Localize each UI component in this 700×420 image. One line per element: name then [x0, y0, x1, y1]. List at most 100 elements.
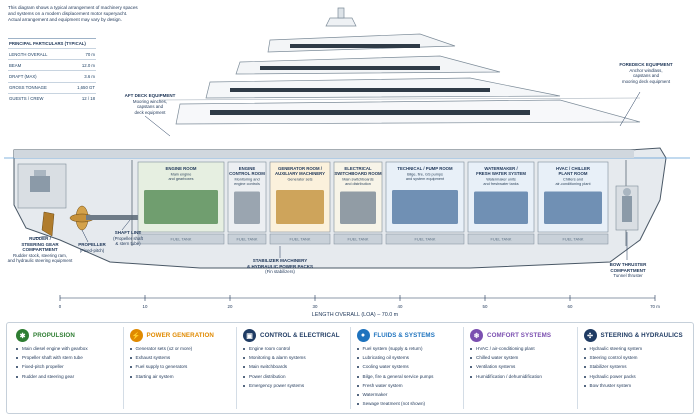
callout-line: Mooring winches,	[132, 98, 168, 104]
legend-category: ⚡POWER GENERATION Generator sets (x2 or m…	[124, 327, 237, 409]
legend-item: Engine room control	[243, 346, 344, 352]
scale-tick-label: 30	[313, 304, 318, 309]
callout-title: AFT DECK EQUIPMENT	[124, 93, 176, 98]
room-name: ELECTRICAL	[344, 166, 372, 171]
legend-item: Hydraulic power packs	[583, 374, 685, 380]
legend-category-title: PROPULSION	[33, 332, 75, 339]
legend-item: Humidification / dehumidification	[470, 374, 571, 380]
fuel-tank	[385, 233, 465, 245]
machinery-equipment	[340, 191, 376, 224]
machinery-equipment	[234, 191, 260, 224]
spec-label: DRAFT (MAX)	[9, 73, 37, 79]
helm-icon: ✣	[583, 329, 597, 342]
fuel-tank	[137, 233, 225, 245]
room-description: Watermaker units	[486, 178, 516, 182]
legend-item: Sewage treatment (not shown)	[356, 401, 458, 407]
callout-title: STEERING GEAR	[21, 241, 59, 247]
legend-item: Fresh water system	[356, 383, 458, 389]
scale-tick-label: 40	[398, 304, 403, 309]
legend-category-header: ▣CONTROL & ELECTRICAL	[243, 329, 344, 342]
legend-item: Cooling water systems	[356, 364, 458, 370]
machinery-equipment	[276, 190, 324, 224]
room-name: GENERATOR ROOM /	[278, 166, 323, 171]
fuel-tank-label: FUEL TANK	[290, 237, 311, 242]
legend-item: Starting air system	[129, 374, 231, 380]
legend-category-title: CONTROL & ELECTRICAL	[260, 332, 340, 339]
callout-title: & HYDRAULIC POWER PACKS	[247, 263, 313, 269]
callout-line: (Fin stabilizers)	[265, 269, 295, 275]
room-name: PLANT ROOM	[559, 171, 588, 176]
fuel-tank-label: FUEL TANK	[171, 237, 192, 242]
machinery-room: WATERMAKER /FRESH WATER SYSTEMWatermaker…	[467, 161, 535, 245]
fuel-tank	[467, 233, 535, 245]
intro-line: This diagram shows a typical arrangement…	[8, 5, 138, 10]
stabilizer-callout: STABILIZER MACHINERY & HYDRAULIC POWER P…	[238, 258, 322, 275]
fuel-tank	[227, 233, 267, 245]
fuel-tank-label: FUEL TANK	[237, 237, 258, 242]
room-description: Generator sets	[287, 178, 312, 182]
callout-line: Anchor windlass,	[629, 67, 663, 73]
legend-category-header: ●FLUIDS & SYSTEMS	[356, 329, 458, 342]
legend-item: Propeller shaft with stern tube	[16, 355, 117, 361]
room-description: and system equipment	[406, 177, 445, 181]
callout-title: COMPARTMENT	[610, 267, 646, 273]
room-description: and gearboxes	[168, 177, 193, 181]
bow-thruster-compartment	[615, 185, 639, 231]
callout-title: RUDDER /	[29, 236, 51, 241]
lightning-icon: ⚡	[129, 329, 143, 342]
spec-label: LENGTH OVERALL	[9, 51, 48, 57]
spec-value: 3.6 m	[84, 73, 95, 79]
fuel-tank-label: FUEL TANK	[415, 237, 436, 242]
propeller-assembly	[41, 205, 140, 237]
fuel-tank-label: FUEL TANK	[348, 237, 369, 242]
machinery-room: GENERATOR ROOM /AUXILIARY MACHINERYGener…	[269, 161, 331, 245]
scale-tick-label: 0	[59, 304, 62, 309]
room-description: engine controls	[234, 182, 260, 186]
spec-value: 12.0 m	[81, 62, 95, 68]
spec-label: GUESTS / CREW	[9, 96, 44, 102]
legend-item: Rudder and steering gear	[16, 374, 117, 380]
legend-item: Exhaust systems	[129, 355, 231, 361]
spec-row: BEAM 12.0 m	[8, 59, 96, 70]
legend-category-title: POWER GENERATION	[146, 332, 214, 339]
legend-item: Watermaker	[356, 392, 458, 398]
fuel-tank-label: FUEL TANK	[491, 237, 512, 242]
spec-label: BEAM	[9, 62, 22, 68]
snowflake-icon: ❄	[470, 329, 483, 342]
legend-category-header: ❄COMFORT SYSTEMS	[470, 329, 571, 342]
callout-line: (Propeller shaft	[113, 235, 143, 241]
room-description: and distribution	[345, 182, 371, 186]
room-name: TECHNICAL / PUMP ROOM	[397, 166, 453, 171]
legend-item: Power distribution	[243, 374, 344, 380]
fuel-tank-label: FUEL TANK	[563, 237, 584, 242]
legend-category-header: ✱PROPULSION	[16, 329, 117, 342]
callout-title: PROPELLER	[78, 242, 106, 247]
droplet-icon: ●	[356, 329, 370, 342]
legend-item: Emergency power systems	[243, 383, 344, 389]
machinery-equipment	[474, 191, 528, 224]
room-name: FRESH WATER SYSTEM	[476, 171, 526, 176]
room-name: SWITCHBOARD ROOM	[334, 171, 382, 176]
legend-item-list: Generator sets (x2 or more)Exhaust syste…	[129, 346, 231, 380]
machinery-equipment	[144, 190, 218, 224]
legend-item: HVAC / air-conditioning plant	[470, 346, 571, 352]
rudder-callout: RUDDER / STEERING GEAR COMPARTMENT Rudde…	[2, 236, 78, 264]
scale-tick-label: 50	[483, 304, 488, 309]
legend-item: Chilled water system	[470, 355, 571, 361]
callout-line: & stern tube)	[115, 241, 141, 247]
callout-title: FOREDECK EQUIPMENT	[619, 62, 673, 67]
room-description: Main engine	[171, 173, 192, 177]
callout-line: (Fixed-pitch)	[79, 247, 105, 253]
legend-category: ❄COMFORT SYSTEMS HVAC / air-conditioning …	[464, 327, 578, 409]
legend-item: Steering control system	[583, 355, 685, 361]
intro-note: This diagram shows a typical arrangement…	[8, 5, 190, 24]
